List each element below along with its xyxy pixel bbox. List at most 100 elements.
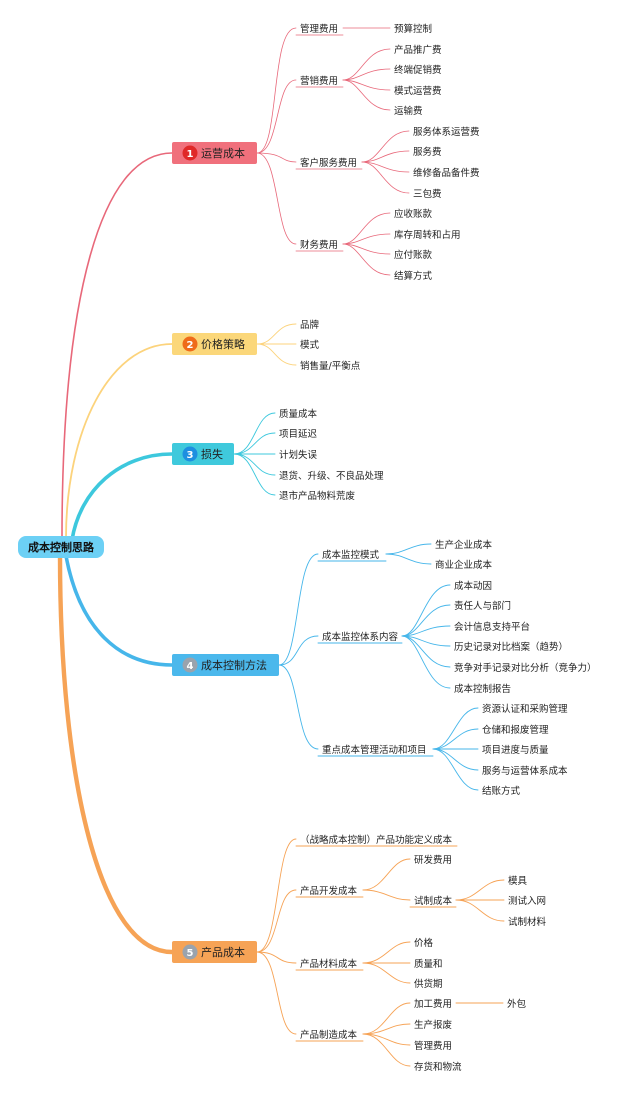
connector-b4-c2-i1 (401, 604, 451, 637)
leaf-b5-c1-1[interactable]: 试制成本 (414, 895, 453, 907)
connector-b1-c4-i1 (342, 233, 391, 245)
connector-b3-i0 (233, 412, 276, 455)
connector-b1-c3-i0 (361, 130, 410, 163)
node-b1-c4[interactable]: 财务费用 (300, 239, 338, 251)
leaf-b1-c4-0[interactable]: 应收账款 (394, 208, 433, 220)
connector-b4-c2-i0 (401, 584, 451, 637)
leaf-b4-c3-4[interactable]: 结账方式 (482, 785, 521, 797)
node-b1-c2[interactable]: 营销费用 (300, 75, 338, 87)
leaf-b4-c3-2[interactable]: 项目进度与质量 (482, 744, 549, 756)
leaf-b1-c2-0[interactable]: 产品推广费 (394, 44, 442, 56)
connector-b1-c4-i3 (342, 243, 391, 276)
leaf-b1-c1-0[interactable]: 预算控制 (394, 23, 432, 35)
connector-b1-c3-i1 (361, 150, 410, 163)
connector-b4-c1 (278, 553, 319, 666)
leaf-b1-c4-2[interactable]: 应付账款 (394, 249, 433, 261)
badge-number-b3: 3 (187, 450, 194, 461)
leaf-b5-c3-sub[interactable]: 外包 (507, 998, 527, 1010)
leaf-b4-c3-1[interactable]: 仓储和报废管理 (482, 724, 549, 736)
leaf-b2-2[interactable]: 销售量/平衡点 (300, 360, 361, 372)
root-node[interactable]: 成本控制思路 (18, 536, 104, 558)
connector-b5-c2 (256, 951, 297, 964)
node-b5-c1[interactable]: 产品开发成本 (300, 885, 358, 897)
leaf-b5-c2-2[interactable]: 供货期 (414, 978, 443, 990)
node-b4-c3[interactable]: 重点成本管理活动和项目 (322, 744, 427, 756)
leaf-b1-c3-1[interactable]: 服务费 (413, 146, 442, 158)
leaf-b1-c2-1[interactable]: 终端促销费 (394, 64, 442, 76)
badge-b2 (182, 336, 198, 352)
branch-label-b1: 运营成本 (201, 146, 245, 160)
node-b5-c3[interactable]: 产品制造成本 (300, 1029, 358, 1041)
connector-root-b3 (70, 452, 174, 542)
leaf-b4-c1-1[interactable]: 商业企业成本 (435, 559, 493, 571)
leaf-b4-c2-2[interactable]: 会计信息支持平台 (454, 621, 530, 633)
branch-node-b5[interactable]: 5 产品成本 (172, 941, 257, 963)
badge-b1 (182, 145, 198, 161)
leaf-b5-c1-s0[interactable]: 模具 (508, 875, 528, 887)
leaf-b4-c2-3[interactable]: 历史记录对比档案（趋势） (454, 641, 568, 653)
leaf-b5-c3-0[interactable]: 加工费用 (414, 998, 452, 1010)
leaf-b1-c3-0[interactable]: 服务体系运营费 (413, 126, 480, 138)
leaf-b2-1[interactable]: 模式 (300, 339, 320, 351)
connector-b5-c1-s2 (455, 899, 505, 922)
leaf-b5-c2-0[interactable]: 价格 (414, 937, 434, 949)
node-b5-c0[interactable]: （战略成本控制）产品功能定义成本 (300, 834, 453, 846)
leaf-b3-0[interactable]: 质量成本 (279, 408, 318, 420)
leaf-b5-c1-s2[interactable]: 试制材料 (508, 916, 547, 928)
connector-b1-c4-i0 (342, 212, 391, 245)
leaf-b2-0[interactable]: 品牌 (300, 319, 320, 331)
connector-b1-c2-i3 (342, 79, 391, 111)
leaf-b4-c3-3[interactable]: 服务与运营体系成本 (482, 765, 568, 777)
leaf-b3-4[interactable]: 退市产品物料荒废 (279, 490, 356, 502)
node-b5-c2[interactable]: 产品材料成本 (300, 958, 358, 970)
leaf-b4-c1-0[interactable]: 生产企业成本 (435, 539, 493, 551)
branch-label-b3: 损失 (201, 447, 223, 461)
node-b4-c1[interactable]: 成本监控模式 (322, 549, 380, 561)
leaf-b1-c3-3[interactable]: 三包费 (413, 188, 442, 200)
leaf-b5-c1-0[interactable]: 研发费用 (414, 854, 452, 866)
connector-b4-c2-i4 (401, 635, 451, 668)
branch-node-b2[interactable]: 2 价格策略 (172, 333, 257, 355)
connector-b5-c3 (256, 951, 297, 1035)
leaf-b1-c4-1[interactable]: 库存周转和占用 (394, 229, 461, 241)
connector-b5-c3-i1 (362, 1023, 411, 1035)
connector-b5-c1 (256, 889, 297, 953)
leaf-b4-c2-1[interactable]: 责任人与部门 (454, 600, 511, 612)
connector-b1-c3-i3 (361, 161, 410, 194)
leaf-b5-c2-1[interactable]: 质量和 (414, 958, 443, 970)
leaf-b5-c3-3[interactable]: 存货和物流 (414, 1061, 462, 1073)
connector-b4-c3 (278, 664, 319, 750)
leaf-b3-2[interactable]: 计划失误 (279, 449, 318, 461)
leaf-b3-3[interactable]: 退货、升级、不良品处理 (279, 470, 384, 482)
branch-label-b4: 成本控制方法 (201, 658, 267, 672)
badge-number-b1: 1 (187, 149, 194, 160)
connector-b5-c0 (256, 838, 297, 953)
branch-node-b1[interactable]: 1 运营成本 (172, 142, 257, 164)
leaf-b1-c2-3[interactable]: 运输费 (394, 105, 423, 117)
leaf-b5-c3-1[interactable]: 生产报废 (414, 1019, 453, 1031)
connector-b4-c1-i1 (385, 553, 432, 565)
branch-node-b3[interactable]: 3 损失 (172, 443, 234, 465)
leaf-b1-c4-3[interactable]: 结算方式 (394, 270, 433, 282)
connector-b2-i2 (256, 343, 297, 366)
leaf-b4-c2-0[interactable]: 成本动因 (454, 580, 492, 592)
connector-b2-i0 (256, 323, 297, 345)
leaf-b1-c3-2[interactable]: 维修备品备件费 (413, 167, 480, 179)
branch-node-b4[interactable]: 4 成本控制方法 (172, 654, 279, 676)
connector-b3-i4 (233, 453, 276, 496)
leaf-b3-1[interactable]: 项目延迟 (279, 428, 318, 440)
leaf-b4-c3-0[interactable]: 资源认证和采购管理 (482, 703, 568, 715)
leaf-b4-c2-5[interactable]: 成本控制报告 (454, 683, 511, 695)
leaf-b5-c1-s1[interactable]: 测试入网 (508, 895, 546, 907)
badge-number-b4: 4 (187, 661, 194, 672)
root-label: 成本控制思路 (28, 540, 95, 554)
root-box (18, 536, 104, 558)
node-b1-c1[interactable]: 管理费用 (300, 23, 338, 35)
leaf-b5-c3-2[interactable]: 管理费用 (414, 1040, 452, 1052)
connector-b4-c1-i0 (385, 543, 432, 555)
connector-b4-c2-i2 (401, 625, 451, 637)
node-b1-c3[interactable]: 客户服务费用 (300, 157, 357, 169)
leaf-b4-c2-4[interactable]: 竞争对手记录对比分析（竞争力） (454, 662, 597, 674)
leaf-b1-c2-2[interactable]: 模式运营费 (394, 85, 442, 97)
node-b4-c2[interactable]: 成本监控体系内容 (322, 631, 399, 643)
